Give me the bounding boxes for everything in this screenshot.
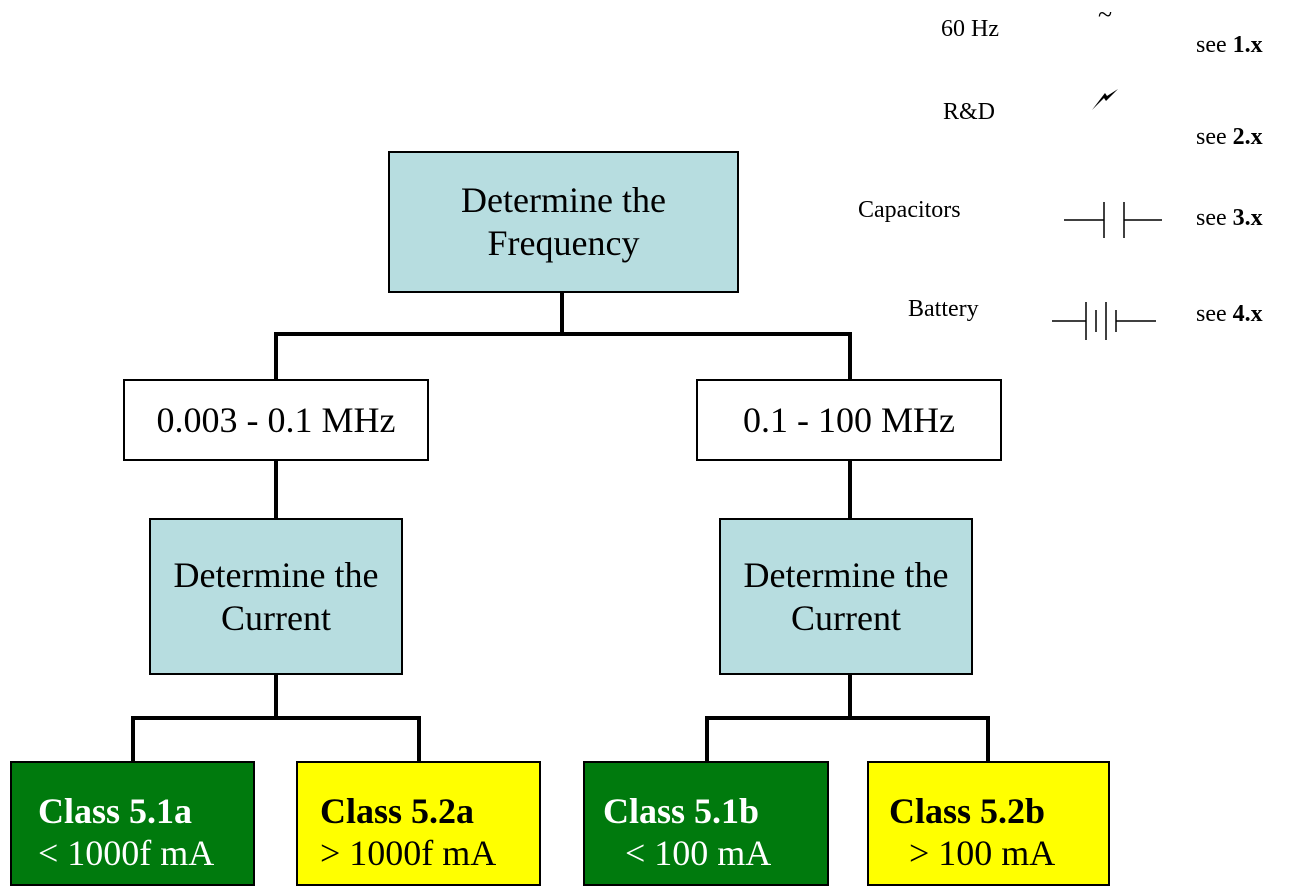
class-condition: > 100 mA xyxy=(909,833,1056,873)
legend-see-4: see 4.x xyxy=(1196,301,1263,328)
battery-icon xyxy=(1052,302,1156,340)
tilde-icon: ~ xyxy=(1098,0,1113,29)
lightning-icon xyxy=(1092,89,1118,110)
class-condition: < 1000f mA xyxy=(38,833,215,873)
class-name: Class 5.1a xyxy=(38,791,193,831)
class-5-2b-node: Class 5.2b > 100 mA xyxy=(867,761,1110,886)
see-ref: 2.x xyxy=(1232,124,1263,150)
class-name: Class 5.2a xyxy=(320,791,475,831)
see-prefix: see xyxy=(1196,124,1227,150)
determine-current-node-high: Determine the Current xyxy=(719,518,973,675)
determine-frequency-node: Determine the Frequency xyxy=(388,151,739,293)
node-line-1: Determine the xyxy=(461,180,666,220)
node-line-2: Current xyxy=(791,597,901,638)
node-line-1: Determine the xyxy=(743,554,949,595)
legend-see-3: see 3.x xyxy=(1196,205,1263,232)
class-name: Class 5.1b xyxy=(603,791,760,831)
see-ref: 1.x xyxy=(1232,32,1263,58)
see-prefix: see xyxy=(1196,32,1227,58)
range-label: 0.003 - 0.1 MHz xyxy=(156,400,396,440)
see-prefix: see xyxy=(1196,205,1227,231)
class-condition: < 100 mA xyxy=(625,833,772,873)
node-line-2: Current xyxy=(221,597,331,638)
class-name: Class 5.2b xyxy=(889,791,1046,831)
see-ref: 4.x xyxy=(1232,301,1263,327)
see-ref: 3.x xyxy=(1232,205,1263,231)
legend-see-2: see 2.x xyxy=(1196,124,1263,151)
class-5-1b-node: Class 5.1b < 100 mA xyxy=(583,761,829,886)
range-label: 0.1 - 100 MHz xyxy=(743,400,955,440)
range-node-high: 0.1 - 100 MHz xyxy=(696,379,1002,461)
legend-label-battery: Battery xyxy=(908,296,979,322)
legend-label-rd: R&D xyxy=(943,99,996,125)
determine-current-node-low: Determine the Current xyxy=(149,518,403,675)
class-condition: > 1000f mA xyxy=(320,833,497,873)
legend-label-capacitors: Capacitors xyxy=(858,197,961,223)
class-5-2a-node: Class 5.2a > 1000f mA xyxy=(296,761,541,886)
capacitor-icon xyxy=(1064,202,1162,238)
legend-label-60hz: 60 Hz xyxy=(941,16,999,42)
node-line-2: Frequency xyxy=(487,223,640,263)
range-node-low: 0.003 - 0.1 MHz xyxy=(123,379,429,461)
see-prefix: see xyxy=(1196,301,1227,327)
node-line-1: Determine the xyxy=(173,554,379,595)
class-5-1a-node: Class 5.1a < 1000f mA xyxy=(10,761,255,886)
legend-see-1: see 1.x xyxy=(1196,32,1263,59)
